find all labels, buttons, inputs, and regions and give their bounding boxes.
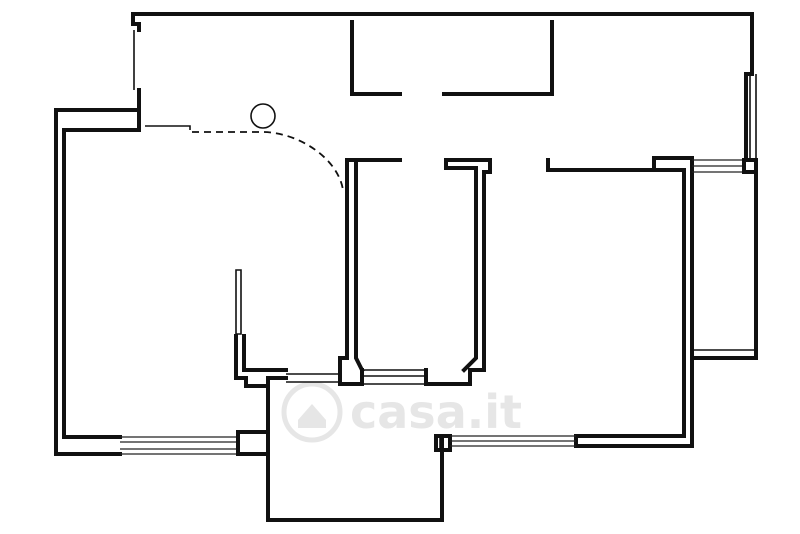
watermark-logo-circle: [281, 381, 343, 443]
partition-left: [234, 269, 340, 388]
watermark: casa.it: [281, 381, 522, 443]
watermark-house-icon: [298, 404, 326, 428]
door-swing-left: [192, 103, 344, 191]
fixture-circle: [250, 103, 276, 129]
outer-wall-top: [127, 12, 754, 162]
pillar-bottom-left: [236, 430, 270, 456]
room-right: [439, 156, 694, 450]
window-bottom-left: [120, 436, 238, 455]
pillar-bottom-middle: [434, 434, 452, 452]
balcony-bottom: [266, 384, 452, 522]
window-bottom-right: [450, 435, 576, 447]
watermark-text: casa.it: [350, 385, 522, 439]
terrace-right: [690, 74, 758, 360]
room-center: [338, 158, 492, 386]
niche-top-middle: [350, 20, 554, 96]
